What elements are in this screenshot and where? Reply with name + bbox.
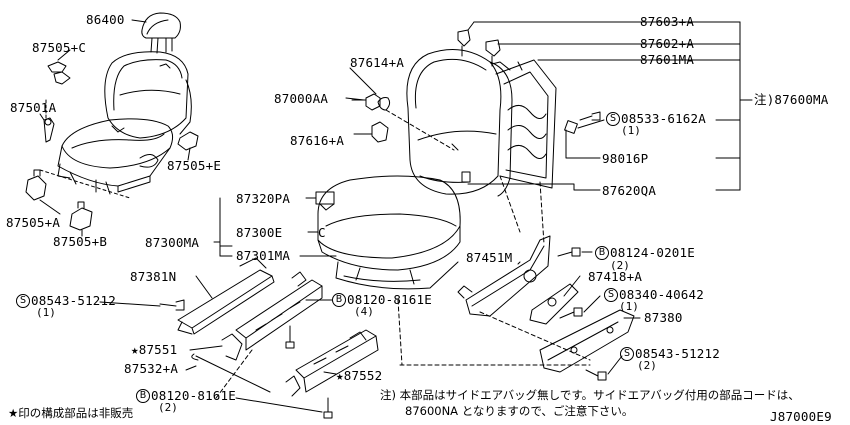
- label-87620: 87620QA: [602, 183, 657, 198]
- label-08543-left: 08543-51212: [31, 293, 116, 308]
- label-87000: 87000AA: [274, 91, 329, 106]
- label-08124-qty: (2): [610, 259, 630, 272]
- label-08533-qty: (1): [621, 124, 641, 137]
- label-08533: 08533-6162A: [621, 111, 706, 126]
- label-08543-right: 08543-51212: [635, 346, 720, 361]
- footnote-line-1: 注) 本部品はサイドエアバッグ無しです。サイドエアバッグ付用の部品コードは、: [380, 388, 800, 402]
- label-87614: 87614+A: [350, 55, 405, 70]
- label-87320: 87320PA: [236, 191, 291, 206]
- footnote-line-2: 87600NA となりますので、ご注意下さい。: [405, 404, 634, 418]
- symbol-s-08340: S: [604, 288, 618, 302]
- recliner-mechanism: [457, 235, 635, 381]
- label-87451: 87451M: [466, 250, 513, 265]
- label-08120-bottom-qty: (2): [158, 401, 178, 414]
- label-08340: 08340-40642: [619, 287, 704, 302]
- symbol-b-08120-top: B: [332, 293, 346, 307]
- leader-lines-recliner: [517, 251, 641, 375]
- label-cushion-assy: 87300MA: [145, 235, 200, 250]
- symbol-b-08120-bottom: B: [136, 389, 150, 403]
- label-back-assy: 注)87600MA: [754, 92, 829, 107]
- label-08120-top: 08120-8161E: [347, 292, 432, 307]
- label-87552: ★87552: [336, 368, 383, 383]
- seat-back-frame: [461, 59, 557, 189]
- label-87300e: 87300E: [236, 225, 283, 240]
- seat-assembly-illustration: [39, 12, 192, 199]
- label-08120-bottom: 08120-8161E: [151, 388, 236, 403]
- label-08340-qty: (1): [619, 300, 639, 313]
- exploded-seat-cushion: [315, 175, 461, 290]
- symbol-s-08543-right: S: [620, 347, 634, 361]
- label-08124: 08124-0201E: [610, 245, 695, 260]
- label-headrest: 86400: [86, 12, 125, 27]
- callout-c: C: [318, 225, 326, 240]
- dashed-guides-center: [385, 109, 591, 366]
- label-87616: 87616+A: [290, 133, 345, 148]
- clip-parts-left: [25, 49, 199, 231]
- label-bolt-a: 87501A: [10, 100, 57, 115]
- seat-rails: [159, 257, 379, 419]
- star-note: ★印の構成部品は非販売: [8, 406, 134, 420]
- label-08543-left-qty: (1): [36, 306, 56, 319]
- label-clip-c: 87505+C: [32, 40, 87, 55]
- label-87602: 87602+A: [640, 36, 695, 51]
- symbol-s-08533: S: [606, 112, 620, 126]
- label-87532: 87532+A: [124, 361, 179, 376]
- label-08120-top-qty: (4): [354, 305, 374, 318]
- small-parts-center: [351, 29, 601, 143]
- label-clip-e: 87505+E: [167, 158, 222, 173]
- label-87418: 87418+A: [588, 269, 643, 284]
- label-87603: 87603+A: [640, 14, 695, 29]
- label-87301: 87301MA: [236, 248, 291, 263]
- label-87551: ★87551: [131, 342, 178, 357]
- symbol-b-08124: B: [595, 246, 609, 260]
- label-cover-87380: 87380: [644, 310, 683, 325]
- label-back-frame: 87601MA: [640, 52, 695, 67]
- label-clip-a: 87505+A: [6, 215, 61, 230]
- label-08543-right-qty: (2): [637, 359, 657, 372]
- symbol-s-08543-left: S: [16, 294, 30, 308]
- leader-lines-center: [213, 21, 753, 257]
- label-clip-b: 87505+B: [53, 234, 108, 249]
- label-rail-87381: 87381N: [130, 269, 177, 284]
- leader-lines-rails: [99, 275, 337, 413]
- diagram-code: J87000E9: [770, 409, 832, 424]
- label-98016: 98016P: [602, 151, 649, 166]
- exploded-seat-back: [406, 49, 513, 197]
- leader-lines-left: [39, 19, 191, 237]
